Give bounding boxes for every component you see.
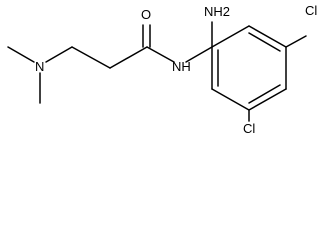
bonds: [7, 21, 307, 122]
bond-ring-c3-c4-inner: [248, 84, 281, 104]
bond-ch2a-ch2b: [71, 46, 111, 69]
bond-carbonyl-nh: [146, 46, 175, 63]
bond-ring-c3-c4: [248, 88, 287, 111]
atom-label-o: O: [141, 7, 151, 22]
bond-me1-n: [7, 46, 35, 63]
atom-label-cl-right: Cl: [305, 3, 317, 18]
bond-ring-c5-c6: [248, 25, 287, 48]
bond-ch2b-carbonyl: [109, 46, 148, 69]
atom-labels: NH2 O NH N Cl Cl: [35, 3, 317, 136]
bond-ring-c2-c3: [211, 88, 250, 111]
atom-label-n: N: [35, 59, 44, 74]
bond-n-ch2a: [45, 46, 73, 63]
bond-ring-c5-c6-inner: [248, 32, 281, 52]
bond-ring-c6-c1: [211, 25, 250, 48]
molecule-drawing: NH2 O NH N Cl Cl: [7, 3, 317, 136]
bond-nh-ring: [185, 46, 213, 63]
structure-canvas: NH2 O NH N Cl Cl: [7, 3, 317, 136]
atom-label-cl-bottom: Cl: [243, 121, 255, 136]
atom-label-nh: NH: [172, 59, 191, 74]
bond-ring-cl-right: [285, 35, 307, 48]
atom-label-nh2: NH2: [204, 4, 230, 19]
